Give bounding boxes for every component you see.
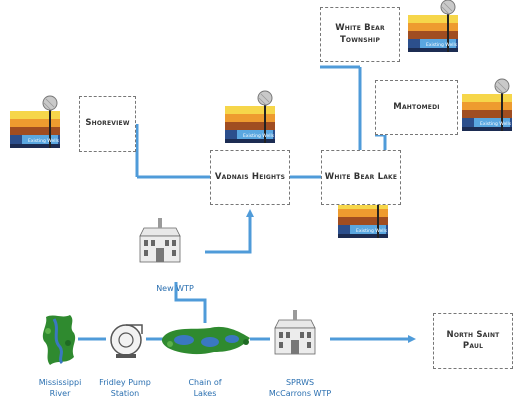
groundwater-well-icon: Existing Wells: [461, 78, 513, 132]
caption-mississippi-river: Mississippi River: [38, 378, 82, 399]
groundwater-well-icon: Existing Wells: [337, 185, 389, 239]
lakes-icon: [161, 326, 250, 355]
node-mahtomedi: Mahtomedi: [375, 80, 458, 135]
svg-text:Existing Wells: Existing Wells: [28, 138, 60, 144]
caption-sprws-wtp: SPRWS McCarrons WTP: [268, 378, 332, 399]
pipe-new-wtp-to-vadnais: [205, 209, 254, 254]
groundwater-well-icon: Existing Wells: [224, 90, 276, 144]
node-white-bear-lake: White Bear Lake: [321, 150, 401, 205]
svg-text:Existing Wells: Existing Wells: [243, 133, 275, 139]
svg-text:Existing Wells: Existing Wells: [480, 121, 512, 127]
water-treatment-plant-icon: [139, 217, 181, 263]
node-shoreview: Shoreview: [79, 96, 136, 152]
river-icon: [42, 315, 76, 365]
node-vadnais-heights: Vadnais Heights: [210, 150, 290, 205]
water-treatment-plant-icon: [274, 309, 316, 355]
pipe-network: [78, 65, 416, 343]
node-white-bear-township: White Bear Township: [320, 7, 400, 62]
pipe-wtp-supply: [174, 282, 207, 323]
pump-station-icon: [110, 324, 143, 358]
caption-chain-of-lakes: Chain of Lakes: [188, 378, 222, 399]
groundwater-well-icon: Existing Wells: [9, 95, 61, 149]
groundwater-well-icon: Existing Wells: [407, 0, 459, 53]
svg-text:Existing Wells: Existing Wells: [356, 228, 388, 234]
caption-new-wtp: New WTP: [156, 284, 194, 293]
node-north-saint-paul: North Saint Paul: [433, 313, 513, 369]
svg-text:Existing Wells: Existing Wells: [426, 42, 458, 48]
caption-fridley-pump-station: Fridley Pump Station: [99, 378, 151, 399]
pipe-wbl-to-mahtomedi: [375, 133, 387, 150]
